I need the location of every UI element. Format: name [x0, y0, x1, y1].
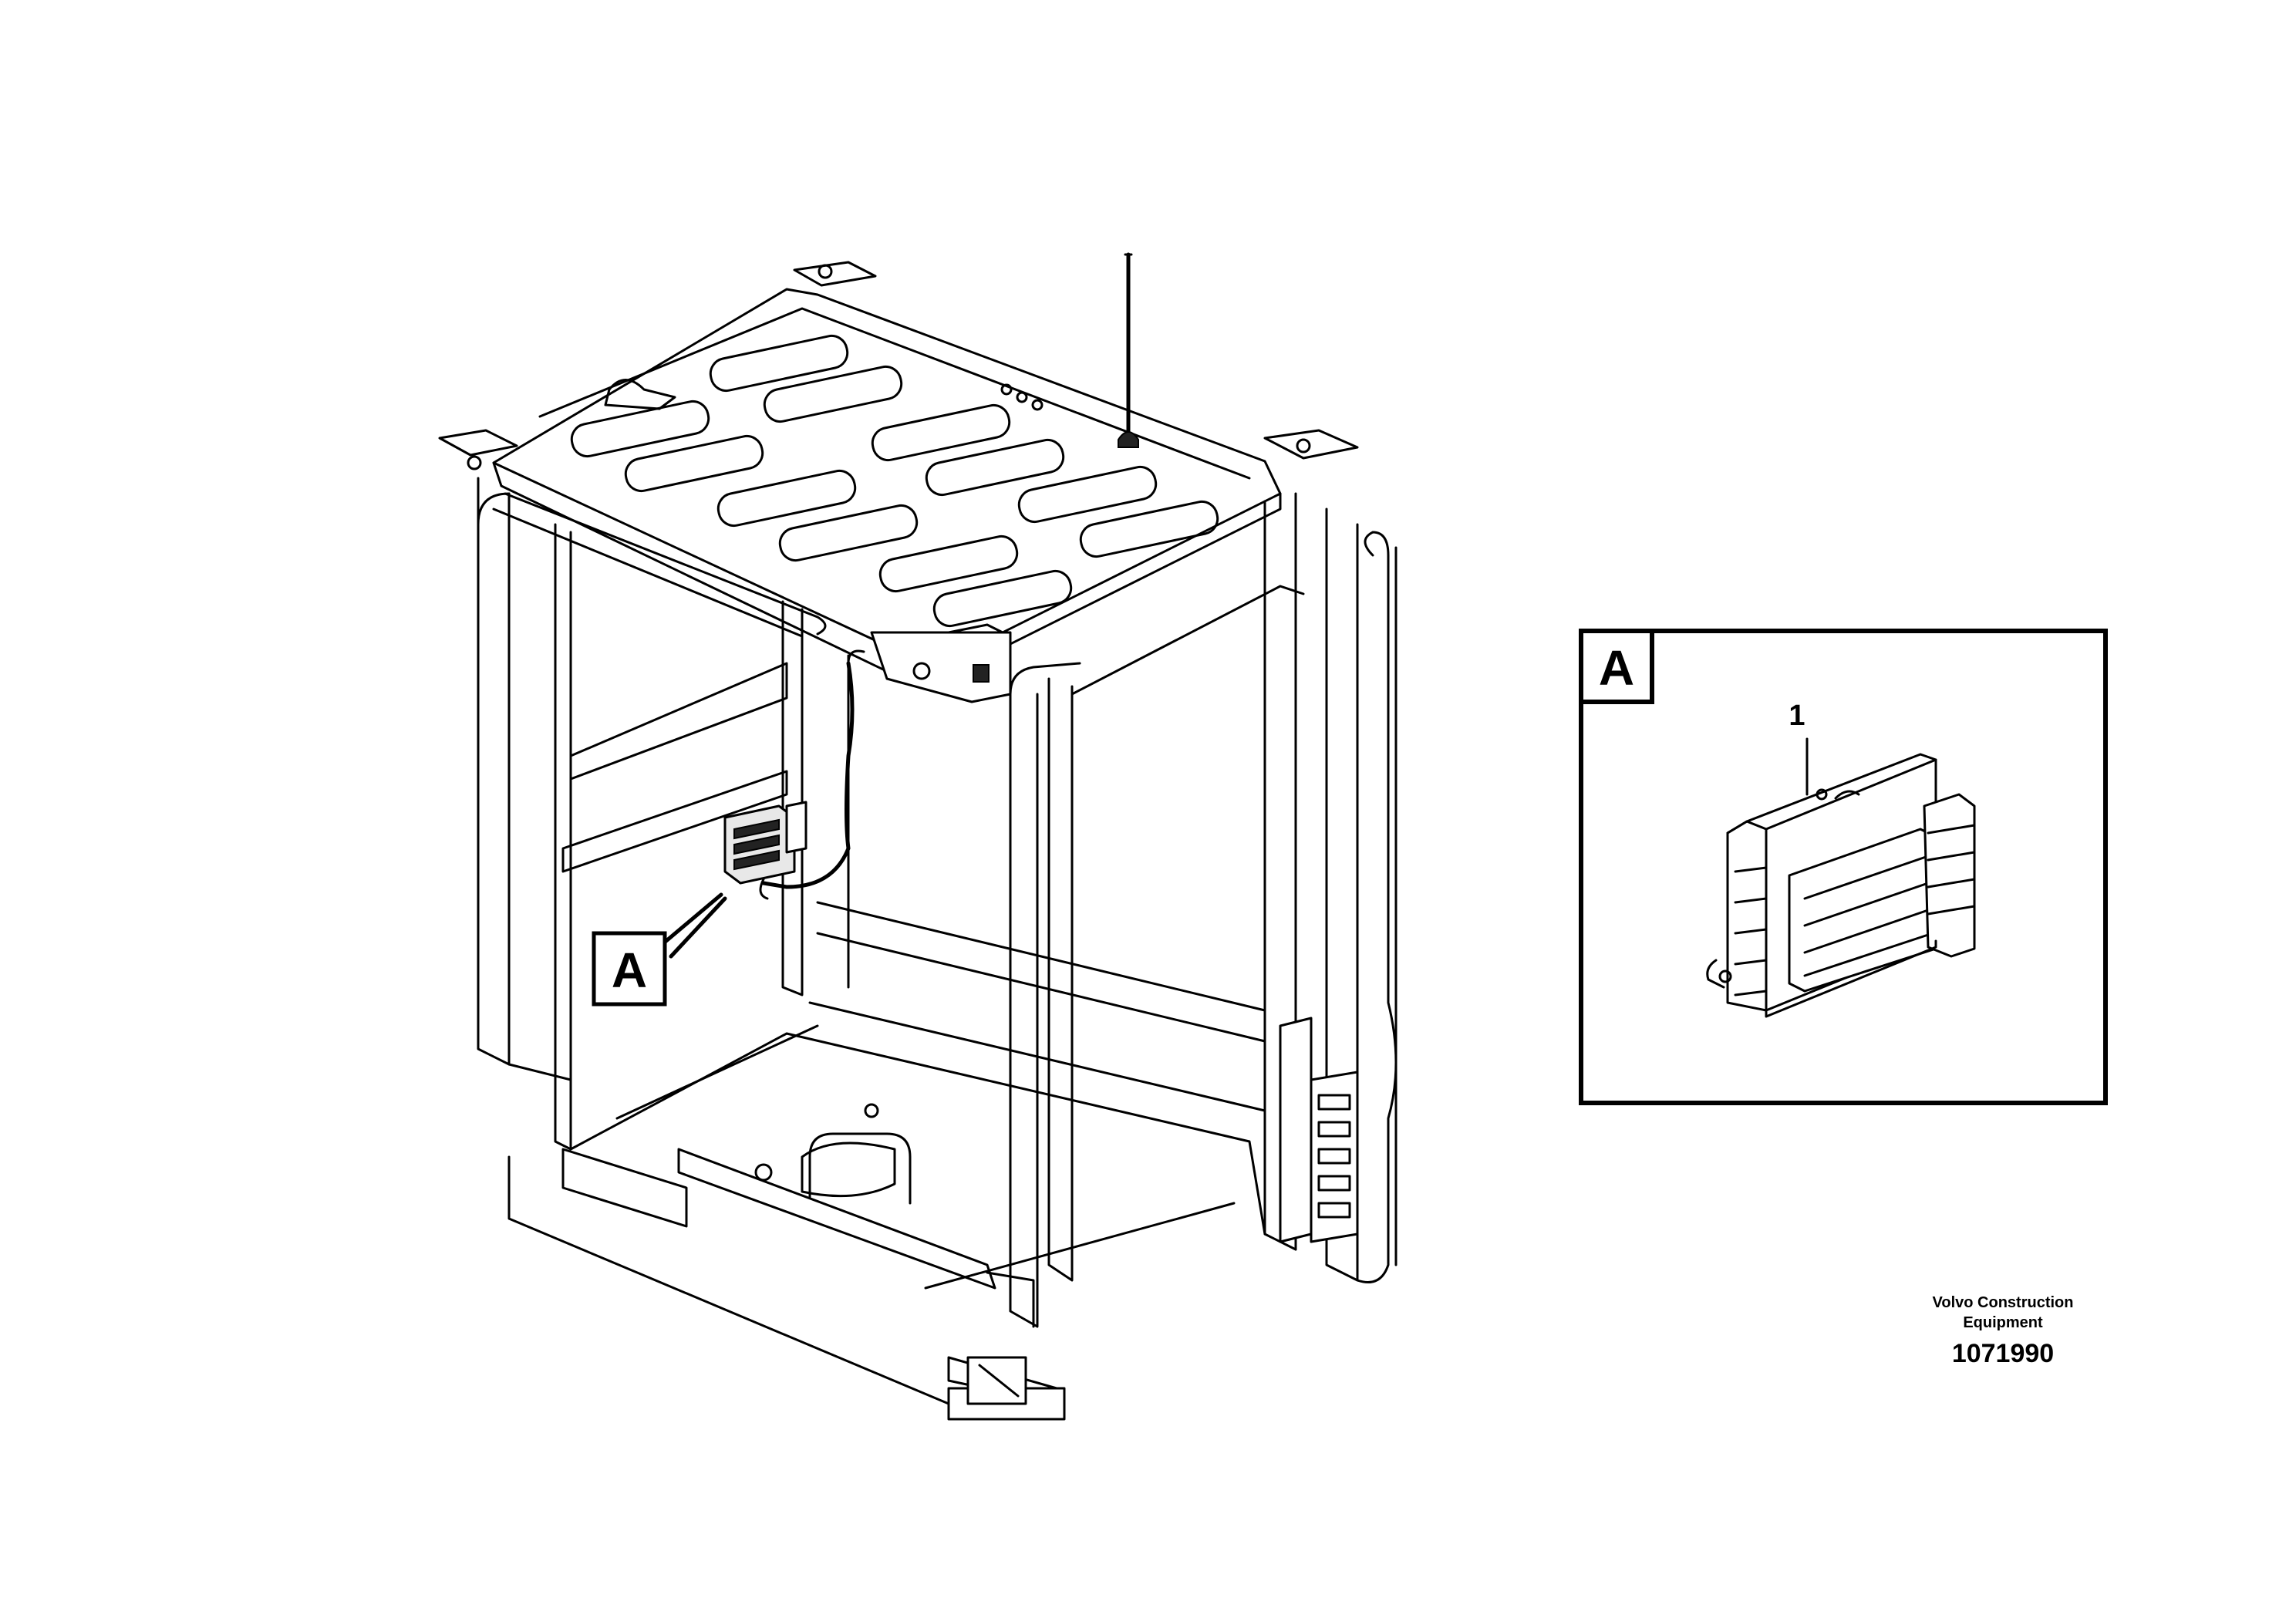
drawing-number: 1071990	[1952, 1339, 2054, 1368]
front-roof-bracket	[847, 631, 1012, 703]
detail-view-label-box	[1579, 629, 1654, 704]
title-block: Volvo Construction Equipment 1071990	[1933, 1294, 2074, 1368]
detail-view-label: A	[1599, 640, 1634, 696]
main-detail-label-box	[592, 931, 667, 1007]
control-unit-location	[723, 661, 855, 900]
floor-assembly	[561, 901, 1266, 1290]
left-frame	[477, 477, 950, 1405]
main-detail-callout: A	[592, 892, 727, 1007]
callout-number: 1	[1789, 700, 1805, 732]
detail-view-a: A 1	[1579, 629, 2108, 1105]
brand-line-1: Volvo Construction	[1933, 1294, 2074, 1311]
main-detail-label: A	[612, 943, 647, 998]
cab-frame-illustration	[438, 252, 1397, 1421]
roof-panel	[438, 261, 1359, 680]
right-frame	[947, 492, 1397, 1421]
brand-line-2: Equipment	[1963, 1314, 2043, 1331]
control-unit-detail	[1706, 753, 1976, 1018]
antenna	[1118, 252, 1139, 448]
